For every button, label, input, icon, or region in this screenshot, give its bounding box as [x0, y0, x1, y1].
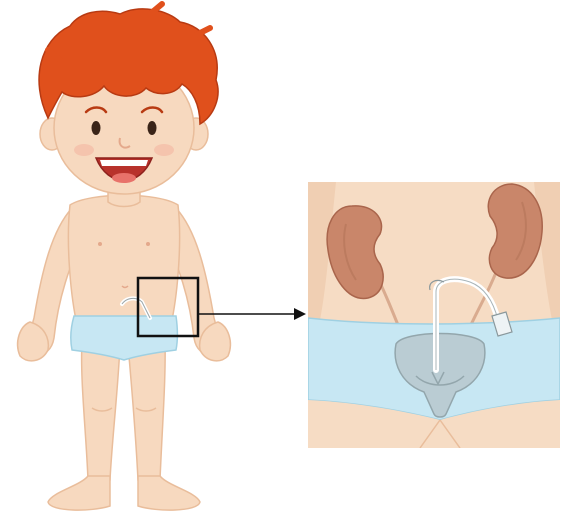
boy-head [39, 4, 218, 194]
boy-figure [18, 4, 231, 510]
boy-legs [48, 340, 200, 510]
inset-panel [308, 182, 560, 448]
